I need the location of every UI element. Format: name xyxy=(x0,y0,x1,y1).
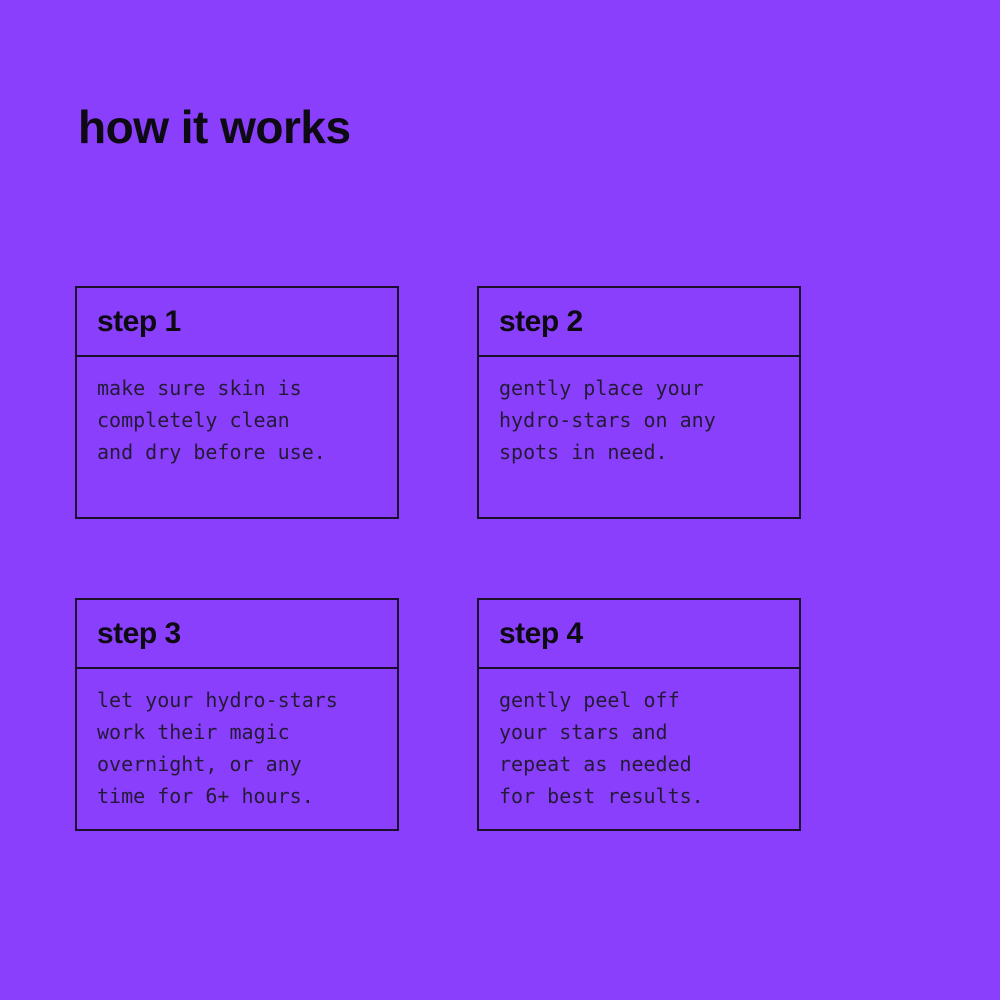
step-3-label: step 3 xyxy=(97,616,181,650)
step-4-label: step 4 xyxy=(499,616,583,650)
step-3-text: let your hydro-stars work their magic ov… xyxy=(97,688,338,808)
step-card-2-body: gently place your hydro-stars on any spo… xyxy=(479,357,799,517)
steps-grid: step 1 make sure skin is completely clea… xyxy=(75,286,801,831)
step-card-1-header: step 1 xyxy=(77,288,397,357)
page-title: how it works xyxy=(78,101,351,153)
step-2-text: gently place your hydro-stars on any spo… xyxy=(499,376,716,464)
step-card-3-body: let your hydro-stars work their magic ov… xyxy=(77,669,397,829)
step-card-1: step 1 make sure skin is completely clea… xyxy=(75,286,399,519)
step-card-2-header: step 2 xyxy=(479,288,799,357)
step-1-label: step 1 xyxy=(97,304,181,338)
step-card-4-header: step 4 xyxy=(479,600,799,669)
step-card-3: step 3 let your hydro-stars work their m… xyxy=(75,598,399,831)
step-card-3-header: step 3 xyxy=(77,600,397,669)
step-4-text: gently peel off your stars and repeat as… xyxy=(499,688,704,808)
step-card-4: step 4 gently peel off your stars and re… xyxy=(477,598,801,831)
step-card-2: step 2 gently place your hydro-stars on … xyxy=(477,286,801,519)
step-2-label: step 2 xyxy=(499,304,583,338)
step-card-4-body: gently peel off your stars and repeat as… xyxy=(479,669,799,829)
step-1-text: make sure skin is completely clean and d… xyxy=(97,376,326,464)
step-card-1-body: make sure skin is completely clean and d… xyxy=(77,357,397,517)
